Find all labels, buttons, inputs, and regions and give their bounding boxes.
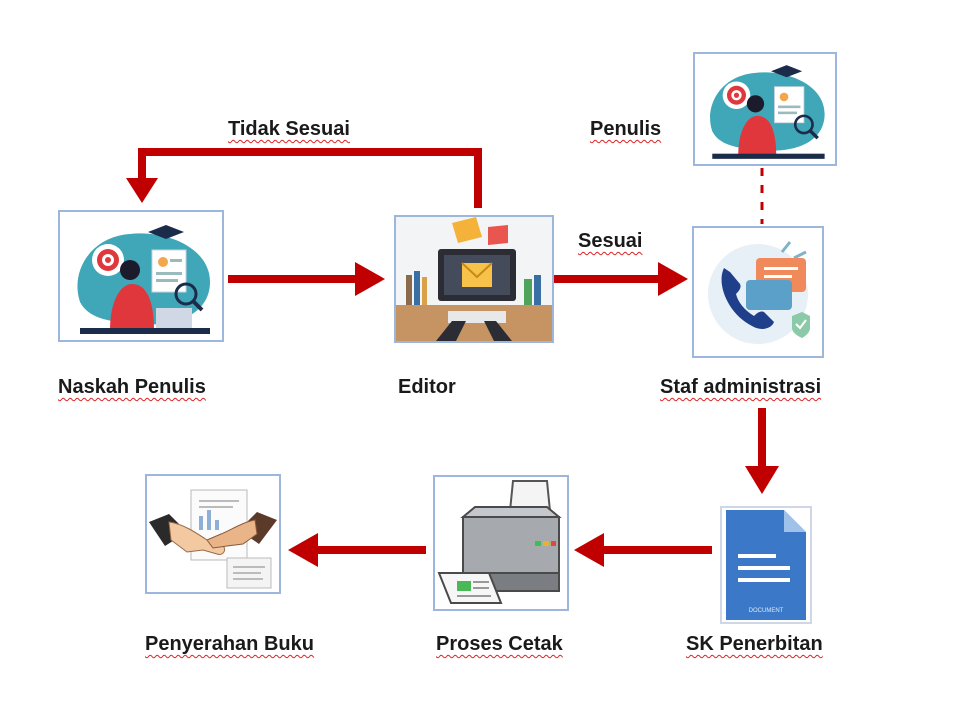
- arrow-staf-sk-head: [745, 466, 779, 494]
- phone-chat-icon: [708, 241, 810, 344]
- node-sk-penerbitan: DOCUMENT: [720, 506, 812, 624]
- arrow-cetak-serah-head: [288, 533, 318, 567]
- document-icon: DOCUMENT: [726, 510, 806, 620]
- node-staf-administrasi: [692, 226, 824, 358]
- node-label-penulis: Penulis: [590, 118, 662, 140]
- printer-icon: [437, 480, 562, 604]
- node-penulis: [693, 52, 837, 166]
- handshake-icon: [149, 489, 277, 589]
- node-proses-cetak: [433, 475, 569, 611]
- node-penyerahan-buku: [145, 474, 281, 594]
- arrow-tidak-sesuai: [138, 148, 482, 208]
- node-label-sk: SK Penerbitan: [686, 633, 823, 655]
- node-label-cetak: Proses Cetak: [436, 633, 563, 655]
- edge-label-tidak-sesuai: Tidak Sesuai: [228, 118, 350, 140]
- arrow-editor-staf-head: [658, 262, 688, 296]
- node-label-naskah: Naskah Penulis: [58, 376, 206, 398]
- node-label-editor: Editor: [398, 376, 456, 398]
- writer-at-desk-icon: [710, 65, 825, 159]
- node-naskah-penulis: [58, 210, 224, 342]
- edge-label-sesuai: Sesuai: [578, 230, 643, 252]
- node-editor: [394, 215, 554, 343]
- arrow-sk-cetak-head: [574, 533, 604, 567]
- writer-at-desk-icon: [77, 225, 210, 334]
- editor-workstation-icon: [396, 217, 552, 341]
- arrow-naskah-editor-head: [355, 262, 385, 296]
- node-label-serah: Penyerahan Buku: [145, 633, 314, 655]
- document-caption: DOCUMENT: [749, 608, 784, 614]
- node-label-staf: Staf administrasi: [660, 376, 822, 398]
- arrow-tidak-sesuai-head: [126, 178, 158, 203]
